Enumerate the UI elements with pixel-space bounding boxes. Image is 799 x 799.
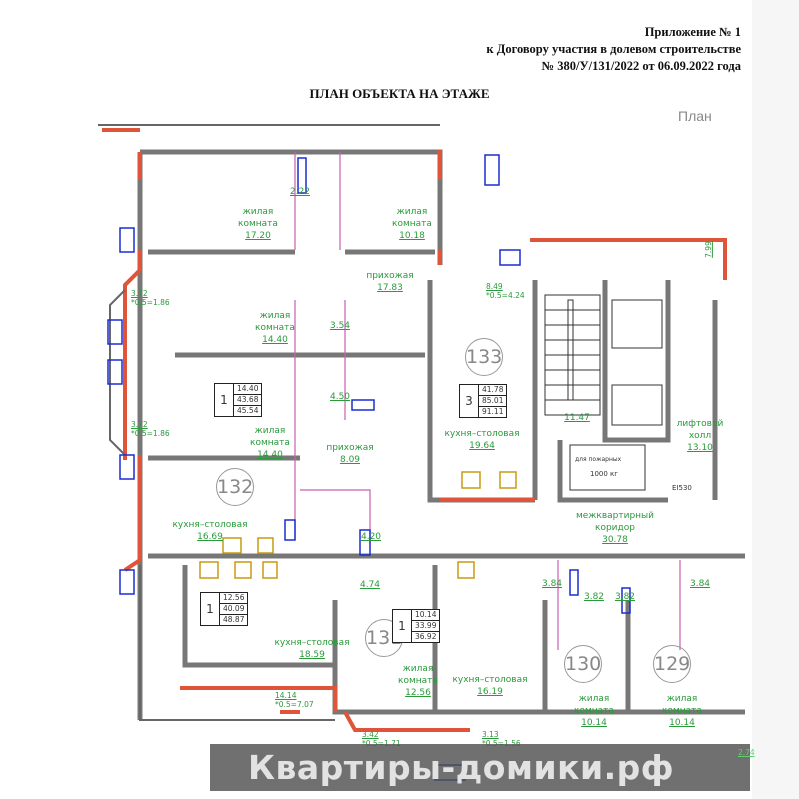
appendix-header: Приложение № 1 к Договору участия в доле…: [486, 24, 741, 75]
contract-reference: к Договору участия в долевом строительст…: [486, 42, 741, 56]
balcony-label: 3.13*0.5=1.56: [482, 730, 521, 748]
partitions: [294, 152, 681, 650]
lift-capacity: 1000 кг: [590, 470, 618, 478]
balcony-label: 3.72*0.5=1.86: [131, 420, 170, 438]
balcony-label: 14.14*0.5=7.07: [275, 691, 314, 709]
room-label: 4.74: [359, 580, 381, 590]
room-label: 4.50: [329, 392, 351, 402]
exterior-walls: [102, 128, 727, 732]
apartment-number: 133: [465, 338, 503, 376]
room-label: 4.20: [360, 532, 382, 542]
watermark-band: [210, 744, 750, 791]
cut-off-text: План: [678, 108, 712, 124]
balcony-outlines: [98, 124, 440, 721]
interior-walls: [137, 149, 745, 720]
balcony-label: 3.72*0.5=1.86: [131, 289, 170, 307]
kitchen-furniture: [199, 471, 517, 638]
balcony-label: 7.99: [703, 241, 713, 258]
room-label: 3.82: [614, 592, 636, 602]
room-label: 2.22: [289, 187, 311, 197]
room-label: 3.82: [583, 592, 605, 602]
balcony-label: 8.49*0.5=4.24: [486, 282, 525, 300]
page-title: ПЛАН ОБЪЕКТА НА ЭТАЖЕ: [309, 86, 490, 101]
fire-door-rating: EI530: [672, 484, 692, 492]
room-label: 11.47: [564, 413, 590, 423]
balcony-label: 3.42*0.5=1.71: [362, 730, 401, 748]
room-label: 3.84: [541, 579, 563, 589]
appendix-number: Приложение № 1: [644, 25, 741, 39]
balcony-label: 2.74: [738, 748, 755, 757]
apartment-number: 129: [653, 645, 691, 683]
apartment-number: 132: [216, 468, 254, 506]
lift-label: для пожарных: [575, 456, 622, 463]
contract-number-date: № 380/У/131/2022 от 06.09.2022 года: [541, 59, 741, 73]
apartment-number: 130: [564, 645, 602, 683]
room-label: 3.54: [329, 321, 351, 331]
watermark-text: Квартиры-домики.рф: [248, 748, 674, 787]
page-edge-shadow: [752, 0, 799, 799]
stairwell: [544, 294, 663, 491]
room-label: 3.84: [689, 579, 711, 589]
